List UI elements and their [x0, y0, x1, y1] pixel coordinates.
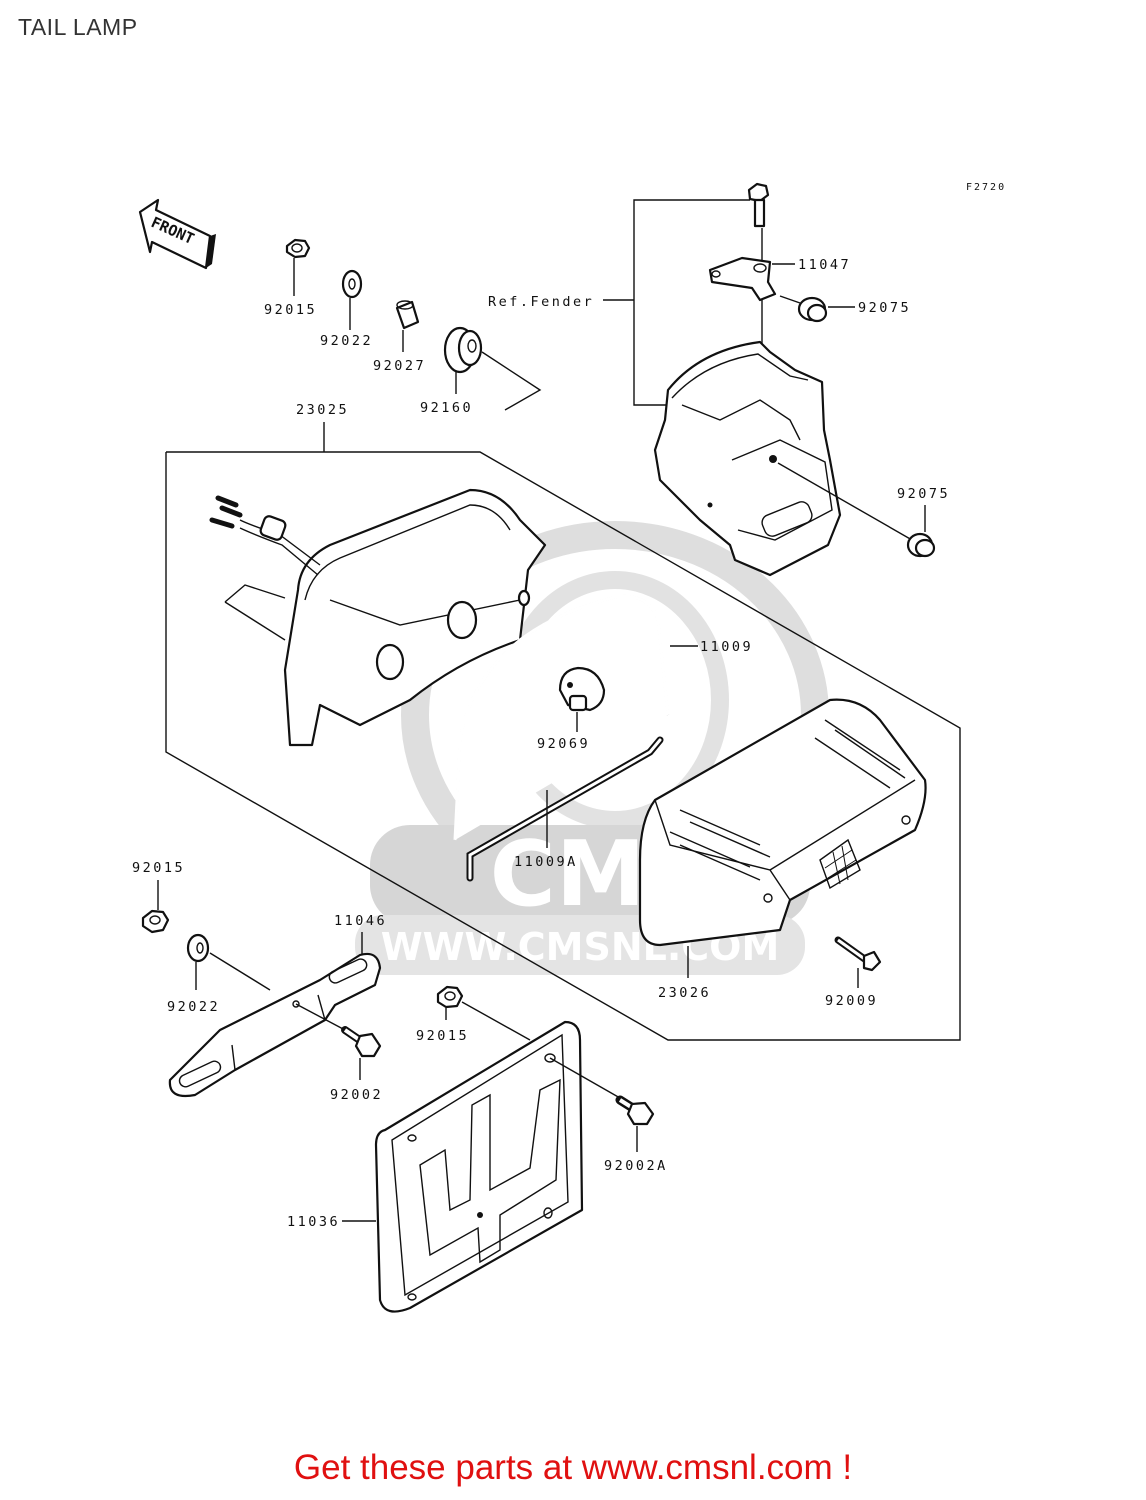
rear-fender-icon	[653, 340, 842, 577]
license-plate-11036-icon	[374, 1020, 584, 1313]
callout-92027: 92027	[373, 358, 426, 374]
callout-23025: 23025	[296, 402, 349, 418]
lamp-base-icon	[209, 488, 547, 747]
washer-92022-left-icon	[186, 933, 210, 963]
callout-92015-top: 92015	[264, 302, 317, 318]
screw-92009-icon	[834, 936, 882, 972]
tail-lamp-lens-23026-icon	[638, 698, 927, 947]
callout-11046: 11046	[334, 913, 387, 929]
callout-11009: 11009	[700, 639, 753, 655]
lamp-gasket-11009-icon	[453, 594, 670, 841]
callout-92009: 92009	[825, 993, 878, 1009]
bolt-92002a-icon	[615, 1095, 655, 1126]
callout-92015-left: 92015	[132, 860, 185, 876]
cap-nut-92075-mid-icon	[906, 532, 936, 558]
grommet-92160-icon	[443, 326, 483, 374]
assembly-boundary	[165, 451, 961, 1041]
callout-92075-mid: 92075	[897, 486, 950, 502]
page-title: TAIL LAMP	[18, 14, 138, 40]
bracket-11046-icon	[168, 952, 382, 1098]
collar-92027-icon	[395, 300, 420, 330]
washer-92022-top-icon	[341, 269, 363, 299]
nut-92015-top-icon	[285, 238, 311, 259]
nut-92015-left-icon	[141, 909, 170, 934]
callout-92160: 92160	[420, 400, 473, 416]
bolt-92002-icon	[341, 1026, 382, 1058]
promo-link[interactable]: Get these parts at www.cmsnl.com !	[293, 1448, 853, 1487]
callout-92022-left: 92022	[167, 999, 220, 1015]
callout-11036: 11036	[287, 1214, 340, 1230]
callout-92022-top: 92022	[320, 333, 373, 349]
callout-92002a: 92002A	[604, 1158, 668, 1174]
ref-fender-label: Ref.Fender	[488, 294, 594, 310]
bolt-top-icon	[747, 182, 770, 228]
lamp-gasket-11009a-icon	[466, 736, 664, 882]
bracket-11047-icon	[708, 256, 777, 302]
figure-code: F2720	[966, 182, 1006, 193]
callout-92015-mid: 92015	[416, 1028, 469, 1044]
nut-92015-mid-icon	[436, 985, 464, 1009]
callout-92002: 92002	[330, 1087, 383, 1103]
cap-nut-92075-top-icon	[797, 296, 828, 323]
callout-23026: 23026	[658, 985, 711, 1001]
callout-92075-top: 92075	[858, 300, 911, 316]
bulb-92069-icon	[558, 666, 606, 712]
callout-11009a: 11009A	[514, 854, 578, 870]
callout-11047: 11047	[798, 257, 851, 273]
front-arrow-icon: FRONT	[138, 198, 216, 270]
callout-92069: 92069	[537, 736, 590, 752]
